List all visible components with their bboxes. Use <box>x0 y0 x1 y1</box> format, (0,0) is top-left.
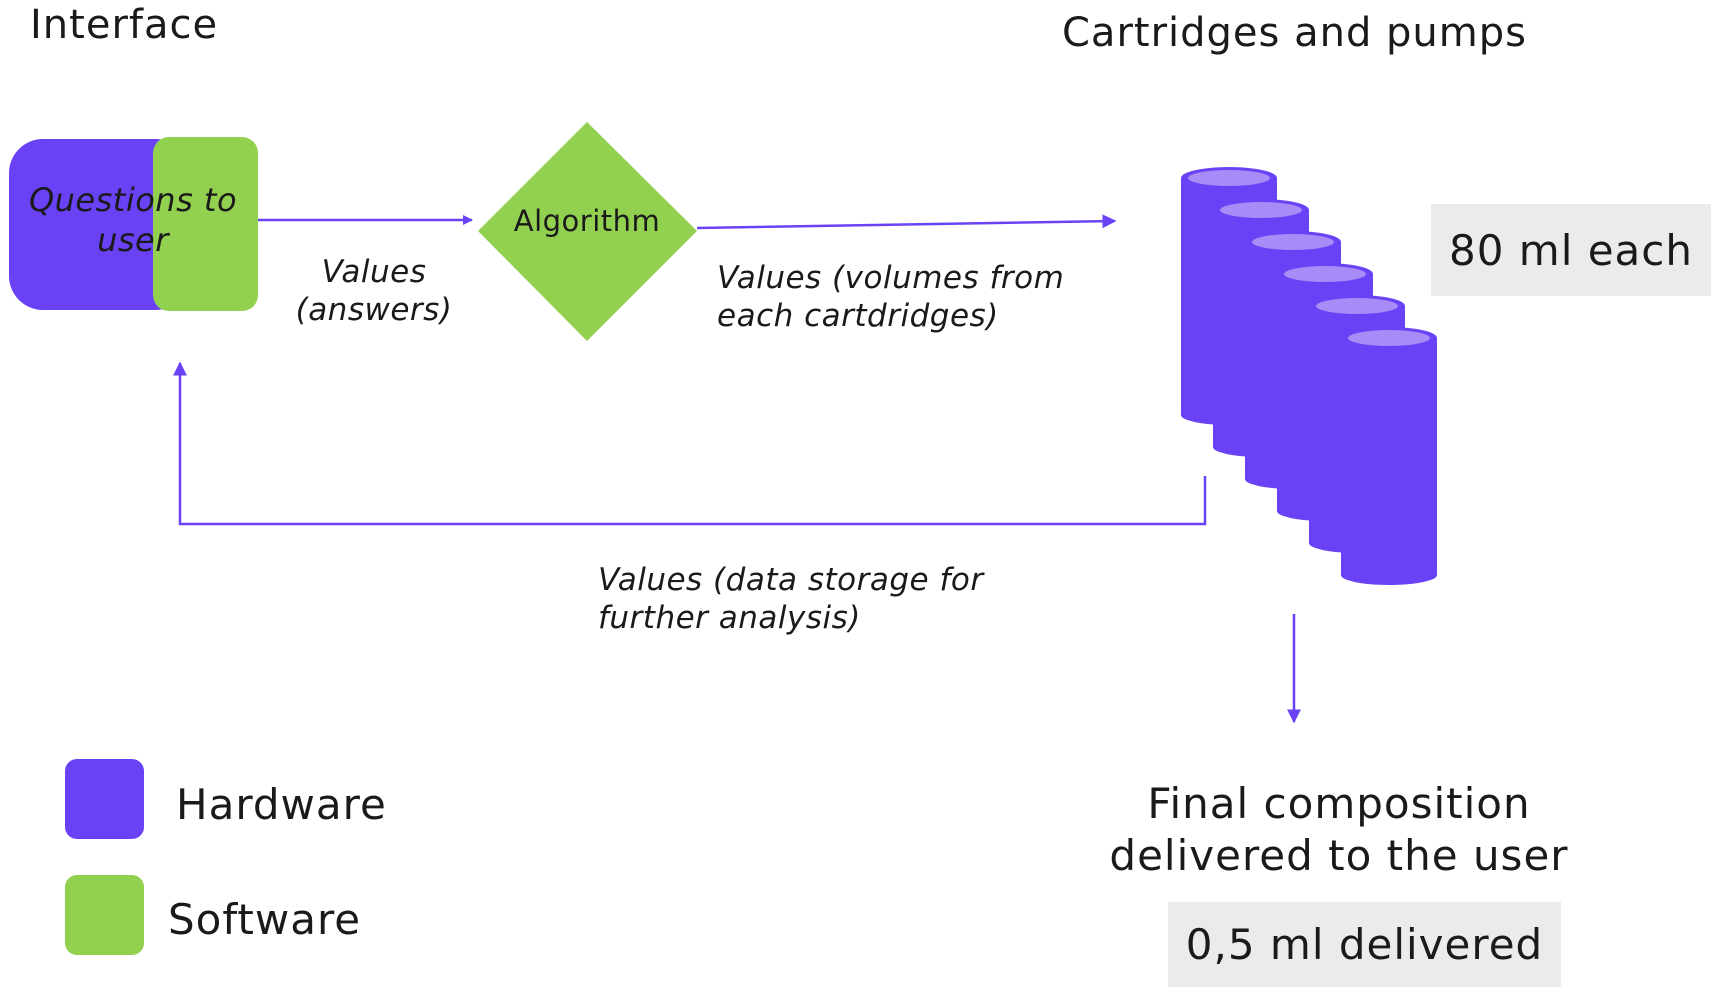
questions-label: Questions to user <box>28 181 238 259</box>
legend-hardware-swatch <box>65 759 144 839</box>
capacity-badge: 80 ml each <box>1431 204 1711 296</box>
questions-node <box>9 137 258 311</box>
hardware-block <box>9 139 189 310</box>
software-block <box>153 137 258 311</box>
arrow-algorithm-to-cartridges <box>696 214 1117 230</box>
final-composition-label: Final composition delivered to the user <box>1109 779 1569 880</box>
delivered-badge: 0,5 ml delivered <box>1168 902 1561 987</box>
legend-software-swatch <box>65 875 144 955</box>
algorithm-label: Algorithm <box>513 204 661 238</box>
cartridges-header: Cartridges and pumps <box>1062 10 1527 56</box>
edge-label-answers: Values (answers) <box>295 254 453 328</box>
cartridge-stack <box>1181 167 1437 585</box>
edge-label-storage: Values (data storage for further analysi… <box>598 562 984 636</box>
algorithm-diamond <box>478 122 697 341</box>
edge-label-volumes: Values (volumes from each cartdridges) <box>717 260 1065 334</box>
interface-header: Interface <box>30 2 219 48</box>
legend-software-label: Software <box>168 895 362 944</box>
legend-hardware-label: Hardware <box>176 780 387 829</box>
cartridge-cylinder <box>1341 327 1437 585</box>
arrow-feedback-to-interface <box>173 361 1207 526</box>
